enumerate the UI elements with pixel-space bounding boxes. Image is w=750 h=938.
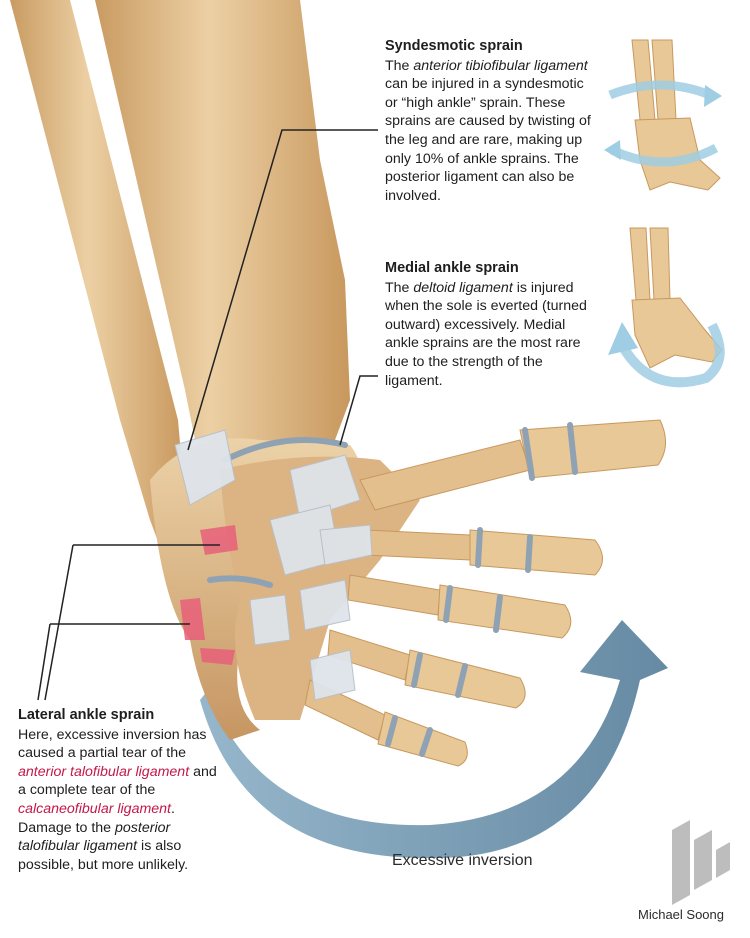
medial-callout: Medial ankle sprain The deltoid ligament… <box>385 259 595 390</box>
lateral-term-calcaneofibular: calcaneofibular ligament <box>18 800 172 817</box>
syndesmotic-ligament-term: anterior tibiofibular ligament <box>413 57 588 74</box>
medial-text-b: is injured when the sole is everted (tur… <box>385 279 587 389</box>
metatarsals <box>304 439 531 741</box>
lateral-callout: Lateral ankle sprain Here, excessive inv… <box>18 706 218 874</box>
medial-title: Medial ankle sprain <box>385 260 519 276</box>
ligaments <box>174 429 373 701</box>
lateral-term-posterior: posterior talofibular ligament <box>18 819 171 855</box>
lateral-term-talofibular: anterior talofibular ligament <box>18 763 190 780</box>
lateral-text: Here, excessive inversion has caused a p… <box>18 726 218 875</box>
syndesmotic-thumbnail <box>604 39 722 191</box>
medial-thumbnail <box>608 227 725 388</box>
medial-ligament-term: deltoid ligament <box>413 279 513 296</box>
toe-phalanges <box>377 419 666 767</box>
syndesmotic-callout: Syndesmotic sprain The anterior tibiofib… <box>385 37 595 205</box>
lateral-text-b: and a complete tear of the <box>18 763 217 799</box>
lateral-text-a: Here, excessive inversion has caused a p… <box>18 726 207 762</box>
syndesmotic-text-a: The <box>385 57 414 74</box>
leg-bones <box>10 0 350 560</box>
joint-cartilage <box>207 422 578 757</box>
medial-text-a: The <box>385 279 414 296</box>
fibula <box>10 0 185 560</box>
syndesmotic-text-b: can be injured in a syndesmotic or “high… <box>385 76 591 204</box>
lateral-text-d: is also possible, but more unlikely. <box>18 838 189 873</box>
publisher-logo <box>672 820 730 905</box>
callout-lines <box>37 129 378 701</box>
medial-text: The deltoid ligament is injured when the… <box>385 279 595 391</box>
artist-credit: Michael Soong <box>638 907 724 922</box>
inversion-label: Excessive inversion <box>392 852 533 869</box>
inversion-arrow <box>200 620 668 859</box>
syndesmotic-title: Syndesmotic sprain <box>385 38 523 54</box>
torn-ligaments <box>180 525 238 665</box>
foot-bones <box>150 419 666 767</box>
syndesmotic-text: The anterior tibiofibular ligament can b… <box>385 57 595 206</box>
lateral-text-c: . Damage to the <box>18 800 175 836</box>
lateral-title: Lateral ankle sprain <box>18 707 155 723</box>
tibia <box>95 0 350 445</box>
